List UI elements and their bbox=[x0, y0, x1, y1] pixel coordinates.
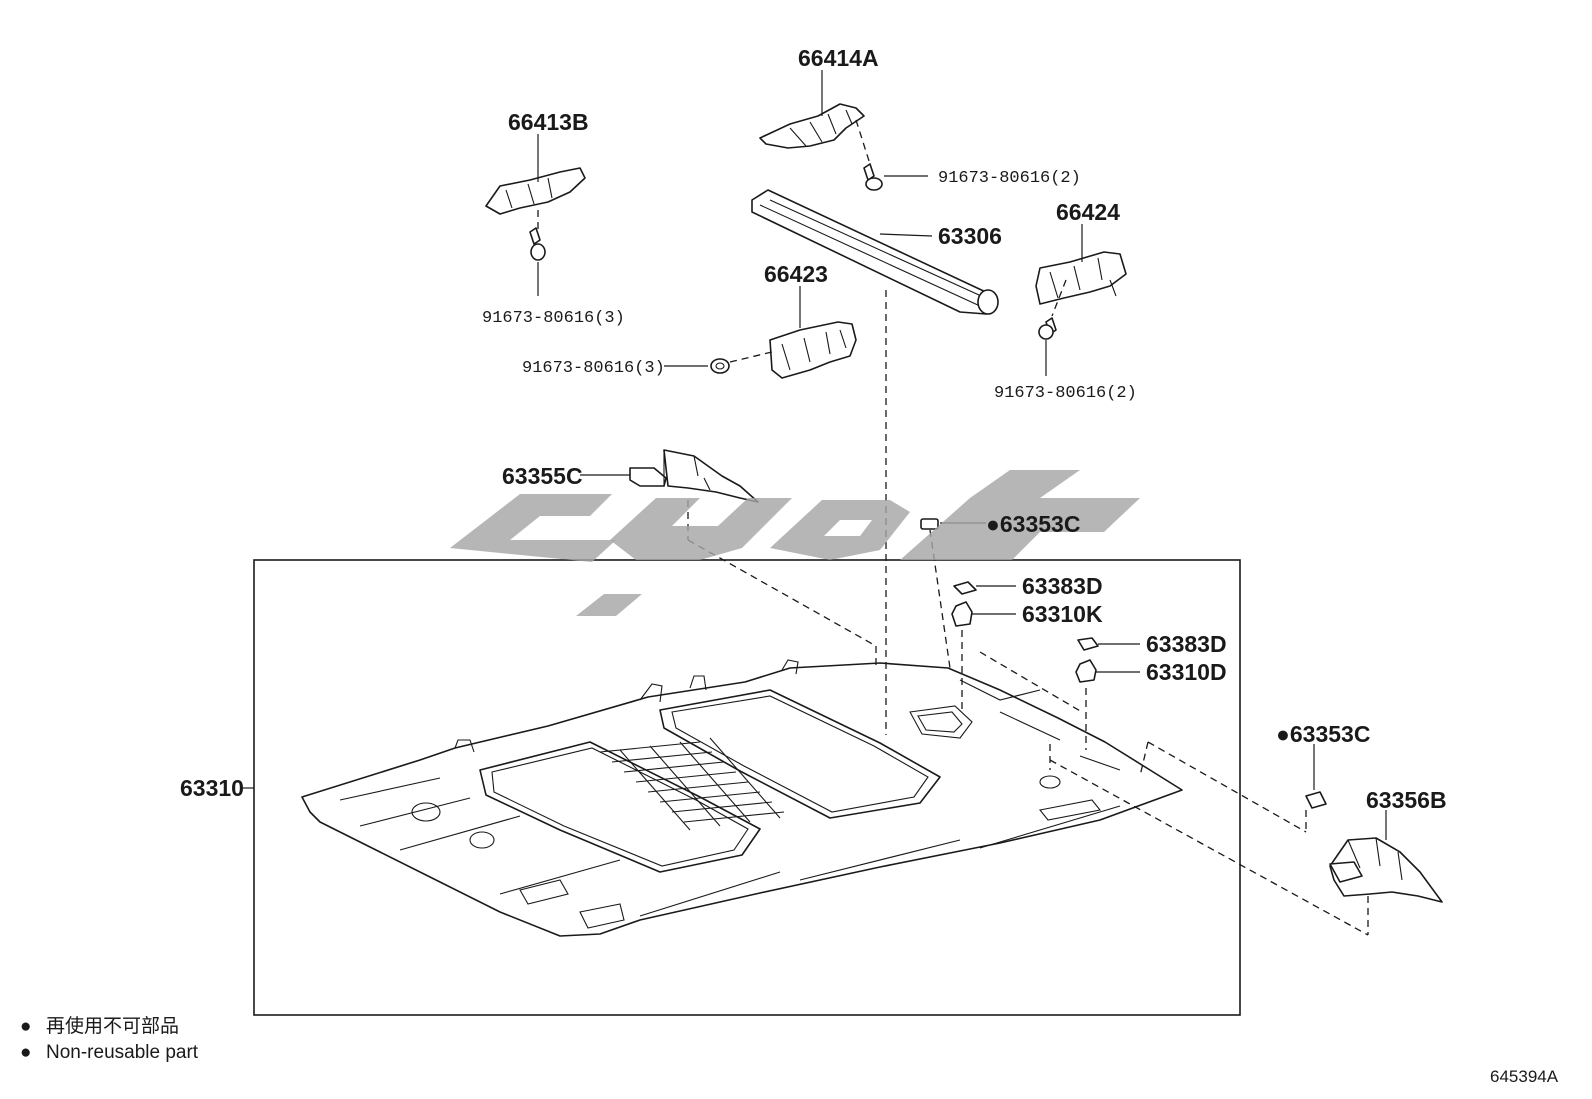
part-66424-drawing bbox=[1035, 251, 1127, 305]
label-66413B: 66413B bbox=[508, 109, 589, 135]
label-63310: 63310 bbox=[180, 775, 244, 801]
label-91673-80616-2-right: 91673-80616(2) bbox=[994, 384, 1137, 403]
screw-drawing bbox=[529, 163, 1057, 374]
label-63355C: 63355C bbox=[502, 463, 583, 489]
part-63306-drawing bbox=[751, 189, 999, 315]
label-63353C-upper: ●63353C bbox=[986, 511, 1080, 537]
label-63383D-upper: 63383D bbox=[1022, 573, 1103, 599]
headliner-63310-drawing bbox=[301, 659, 1183, 937]
label-63306: 63306 bbox=[938, 223, 1002, 249]
watermark-logo bbox=[450, 470, 1140, 616]
label-63383D-lower: 63383D bbox=[1146, 631, 1227, 657]
drawing-code: 645394A bbox=[1490, 1067, 1559, 1086]
label-91673-80616-3-mid: 91673-80616(3) bbox=[522, 359, 665, 378]
label-91673-80616-2-top: 91673-80616(2) bbox=[938, 169, 1081, 188]
legend-text-jp: 再使用不可部品 bbox=[46, 1015, 179, 1037]
label-66423: 66423 bbox=[764, 261, 828, 287]
label-63310D: 63310D bbox=[1146, 659, 1227, 685]
label-63310K: 63310K bbox=[1022, 601, 1103, 627]
label-63356B: 63356B bbox=[1366, 787, 1447, 813]
legend-text-en: Non-reusable part bbox=[46, 1042, 199, 1063]
label-66414A: 66414A bbox=[798, 45, 879, 71]
part-63355C-drawing bbox=[629, 449, 759, 503]
label-63353C-lower: ●63353C bbox=[1276, 721, 1370, 747]
label-66424: 66424 bbox=[1056, 199, 1120, 225]
part-66423-drawing bbox=[769, 321, 857, 379]
label-91673-80616-3-left: 91673-80616(3) bbox=[482, 309, 625, 328]
part-66413B-drawing bbox=[485, 167, 586, 215]
part-66414A-drawing bbox=[759, 103, 865, 149]
legend: ● 再使用不可部品 ● Non-reusable part bbox=[20, 1015, 199, 1063]
leader-lines bbox=[240, 70, 1387, 840]
part-63356B-drawing bbox=[1329, 837, 1443, 903]
clips-drawing bbox=[920, 518, 1327, 809]
legend-bullet-1: ● bbox=[20, 1016, 31, 1037]
legend-bullet-2: ● bbox=[20, 1042, 31, 1063]
